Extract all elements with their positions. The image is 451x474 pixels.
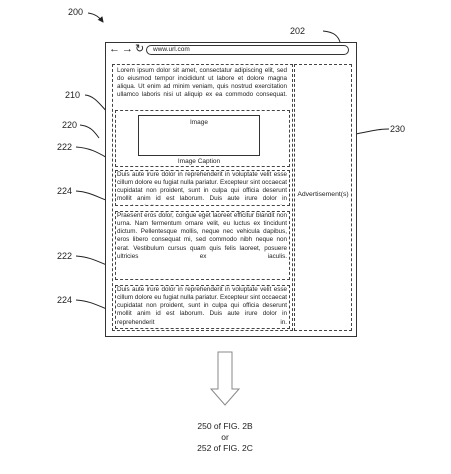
sidebar-advertisements [294, 64, 352, 331]
text-block-1 [115, 170, 290, 206]
ref-220: 220 [62, 120, 78, 130]
footer-line-3: 252 of FIG. 2C [197, 443, 253, 453]
url-bar[interactable]: www.url.com [146, 45, 349, 55]
ref-202: 202 [290, 26, 306, 36]
ref-222-caption: 222 [57, 142, 73, 152]
ref-210: 210 [65, 90, 81, 100]
leader-line-202 [322, 30, 341, 43]
paragraph-3: Praesent eros dolor, congue eget laoreet… [117, 212, 287, 260]
paragraph-2: Duis aute irure dolor in reprehenderit i… [117, 171, 287, 205]
ref-200: 200 [68, 7, 84, 17]
forward-arrow-icon[interactable]: → [122, 43, 133, 55]
ref-230: 230 [390, 124, 406, 134]
advertisement-label: Advertisement(s) [297, 191, 349, 198]
paragraph-4: Duis aute irure dolor in reprehenderit i… [117, 286, 287, 326]
reload-icon[interactable]: ↻ [135, 43, 145, 55]
leader-line-200 [87, 12, 104, 23]
ref-224a: 224 [57, 186, 73, 196]
ref-224b: 224 [57, 295, 73, 305]
image-caption: Image Caption [177, 158, 221, 165]
browser-toolbar: ← → ↻ www.url.com [106, 43, 356, 57]
image-block [115, 110, 290, 167]
browser-window: ← → ↻ www.url.com Lorem ipsum dolor sit … [105, 42, 357, 337]
leader-line-220 [79, 124, 100, 139]
footer-line-1: 250 of FIG. 2B [197, 421, 253, 431]
text-block-3 [115, 285, 290, 329]
image-label: Image [189, 119, 209, 126]
paragraph-1: Lorem ipsum dolor sit amet, consectatur … [117, 67, 287, 99]
content-area [112, 64, 293, 331]
ref-222b: 222 [57, 251, 73, 261]
footer-line-2: or [221, 432, 229, 442]
down-arrow [209, 351, 241, 406]
back-arrow-icon[interactable]: ← [109, 43, 120, 55]
image-placeholder: Image [138, 115, 260, 156]
leader-line-230 [355, 128, 390, 135]
text-block-2 [115, 211, 290, 280]
